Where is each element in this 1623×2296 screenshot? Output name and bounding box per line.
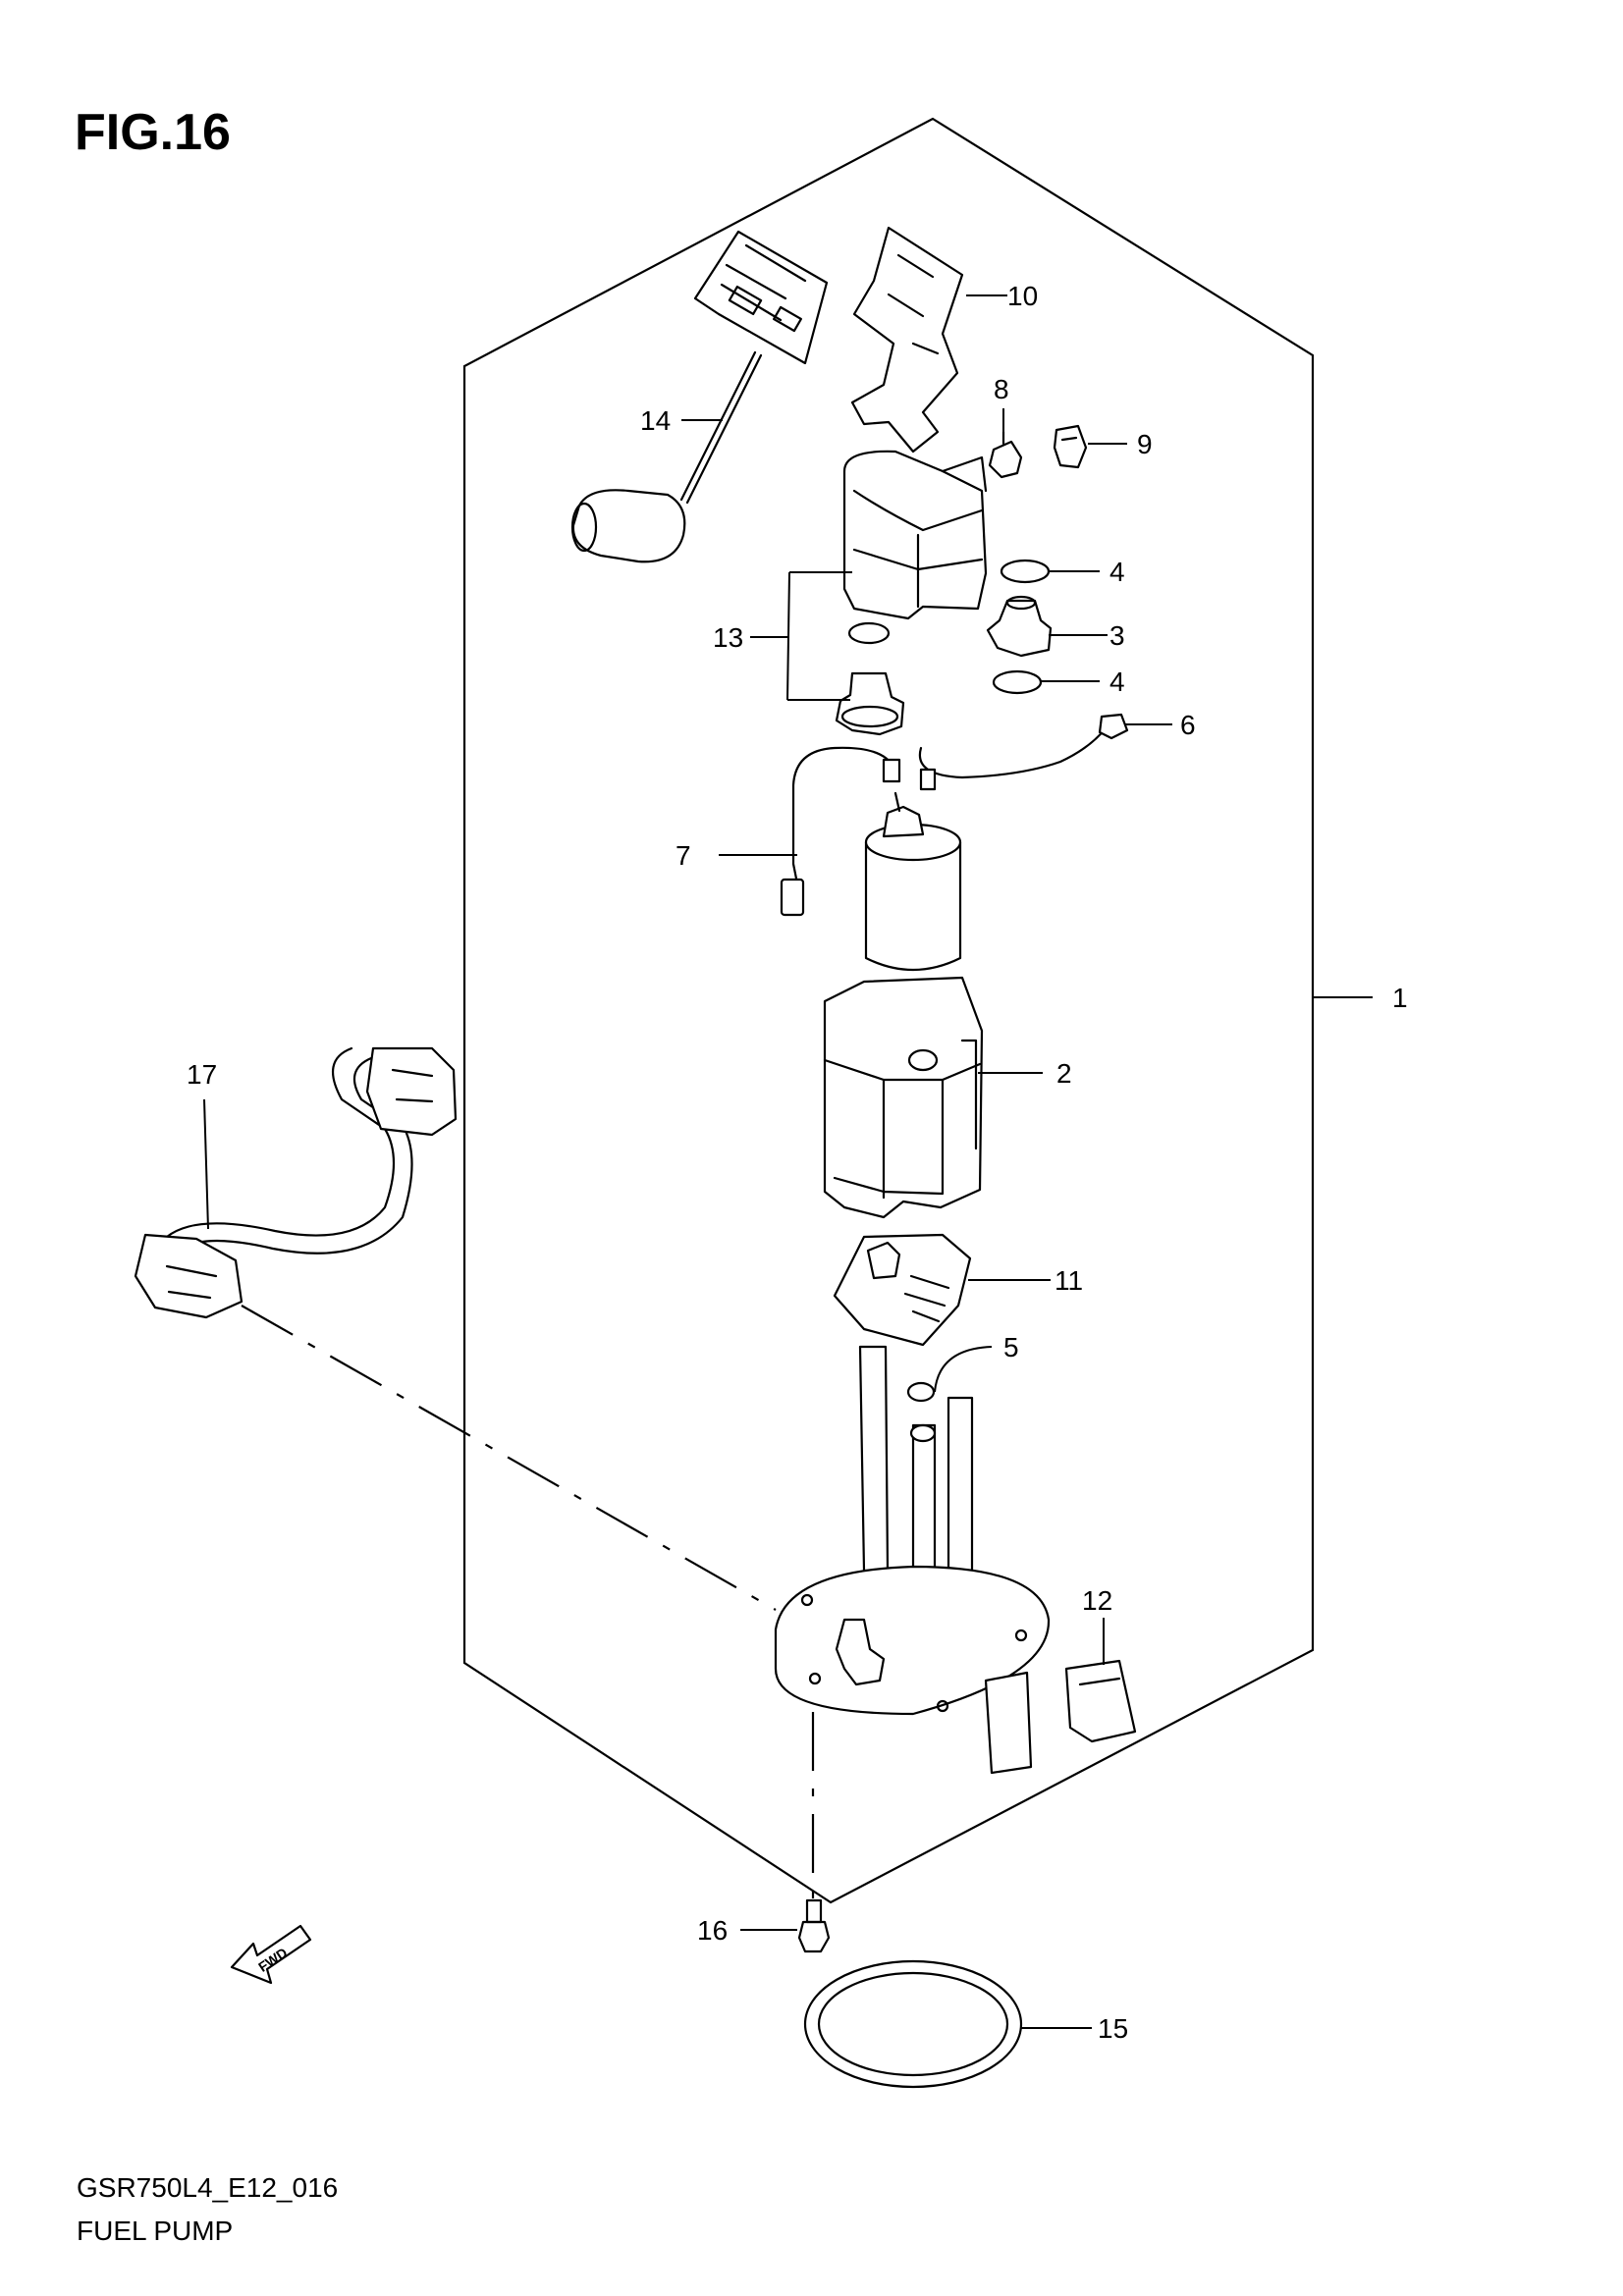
callout-3: 3: [1109, 620, 1125, 651]
part-11-fuel-filter: [833, 1233, 972, 1347]
callout-6: 6: [1180, 710, 1196, 740]
part-13-pressure-regulator: [835, 621, 905, 736]
part-15-gasket: [803, 1959, 1023, 2089]
callout-5: 5: [1003, 1332, 1019, 1362]
callout-2: 2: [1056, 1058, 1072, 1089]
fuel-pump-motor: [864, 791, 962, 972]
part-14-fuel-level-sender: [570, 230, 829, 563]
part-6-lead-wire: [918, 713, 1129, 779]
callout-14: 14: [640, 405, 671, 436]
callout-9: 9: [1137, 429, 1153, 459]
part-5-o-ring: [906, 1381, 936, 1403]
callout-16: 16: [697, 1915, 728, 1946]
figure-title: FIG.16: [75, 104, 231, 161]
callout-1: 1: [1392, 983, 1408, 1013]
fwd-direction-arrow: FWD: [230, 1924, 312, 1985]
model-code-caption: GSR750L4_E12_016: [77, 2172, 338, 2203]
part-8-bolt: [988, 430, 1023, 479]
callout-13: 13: [713, 622, 743, 653]
part-4-o-ring-upper: [1000, 559, 1051, 584]
callout-12: 12: [1082, 1585, 1112, 1616]
assembly-frame: [462, 117, 1315, 1904]
part-3-valve: [986, 595, 1053, 658]
callout-11: 11: [1055, 1265, 1083, 1296]
leader-lines: [203, 294, 1373, 2029]
part-7-lead-wire: [780, 746, 937, 917]
part-9-clip: [1053, 424, 1088, 469]
callout-17: 17: [187, 1059, 217, 1090]
part-12-cushion: [1064, 1659, 1137, 1743]
callout-15: 15: [1098, 2013, 1128, 2044]
callout-4-upper: 4: [1109, 557, 1125, 587]
callout-10: 10: [1007, 281, 1038, 311]
figure-name-caption: FUEL PUMP: [77, 2216, 233, 2246]
part-10-bracket: [850, 226, 964, 454]
fuel-pump-base-plate: [774, 1345, 1051, 1775]
part-16-screw: [797, 1898, 831, 1953]
callout-7: 7: [676, 840, 691, 871]
part-2-pump-holder: [823, 976, 984, 1219]
callout-8: 8: [994, 374, 1009, 404]
part-4-o-ring-lower: [992, 669, 1043, 695]
callout-4-lower: 4: [1109, 667, 1125, 697]
callout-numbers: 1 2 3 4 4 5 6 7 8 9 10 11 12 13 14 15 16…: [187, 281, 1408, 2044]
hose-centerline: [241, 1305, 777, 1611]
part-13-filter-cover: [842, 450, 988, 620]
part-17-fuel-hose: [134, 1046, 458, 1319]
